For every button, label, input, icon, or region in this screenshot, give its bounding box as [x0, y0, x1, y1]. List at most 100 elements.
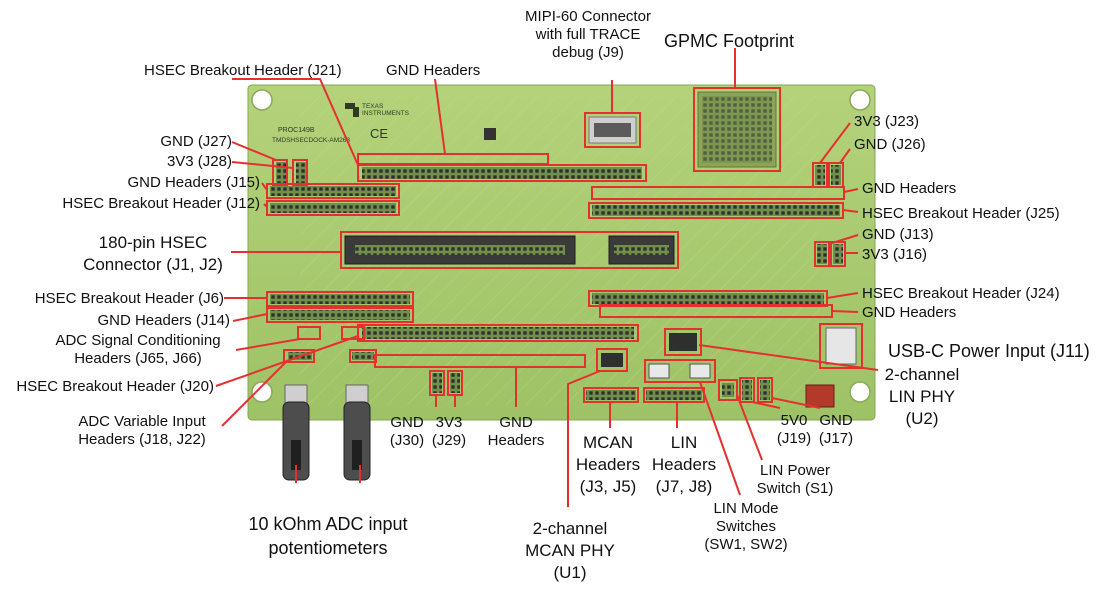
- label-mcan-headers-line2: Headers: [575, 455, 641, 474]
- label-adc-var-line1: ADC Variable Input: [78, 413, 206, 430]
- label-mcan-headers-line1: MCAN: [582, 433, 634, 452]
- box-u1: [596, 348, 628, 372]
- label-3v3-j29: 3V3 (J29): [428, 414, 470, 450]
- label-gnd-j30: GND (J30): [386, 414, 428, 450]
- label-hsec-j25: HSEC Breakout Header (J25): [862, 205, 1060, 222]
- label-adc-var: ADC Variable Input Headers (J18, J22): [62, 413, 222, 449]
- label-gnd-j13: GND (J13): [862, 226, 934, 243]
- silk-ce: CE: [370, 126, 388, 141]
- ic-top: [484, 128, 496, 140]
- label-gnd-j30-line2: (J30): [389, 432, 425, 449]
- callout-boxes: [266, 87, 863, 403]
- label-mcan-phy: 2-channel MCAN PHY (U1): [516, 518, 624, 584]
- label-mcan-phy-line3: (U1): [553, 563, 587, 582]
- box-j66: [341, 326, 365, 340]
- label-lin-power-line2: Switch (S1): [756, 480, 834, 497]
- label-3v3-j29-line2: (J29): [431, 432, 467, 449]
- label-gnd-j17: GND (J17): [814, 412, 858, 448]
- label-gnd-j14: GND Headers (J14): [97, 312, 230, 329]
- box-gpmc: [693, 87, 781, 172]
- label-gnd-j26: GND (J26): [854, 136, 926, 153]
- label-lin-headers-line1: LIN: [670, 433, 698, 452]
- silk-board-id: PROC149B: [278, 127, 315, 134]
- silk-brand-1: TEXAS: [362, 103, 384, 110]
- label-lin-mode: LIN Mode Switches (SW1, SW2): [698, 500, 794, 554]
- box-s1: [718, 379, 738, 401]
- label-gnd-headers-mid: GND Headers: [862, 180, 957, 197]
- label-mcan-headers: MCAN Headers (J3, J5): [566, 432, 650, 498]
- label-3v3-j29-line1: 3V3: [435, 414, 463, 431]
- label-lin-mode-line3: (SW1, SW2): [704, 536, 788, 553]
- label-hsec-j12: HSEC Breakout Header (J12): [62, 195, 260, 212]
- label-hsec-connector-line1: 180-pin HSEC: [98, 233, 208, 252]
- label-lin-headers-line2: Headers: [651, 455, 717, 474]
- label-lin-power: LIN Power Switch (S1): [748, 462, 842, 498]
- box-hsec-conn: [340, 231, 679, 269]
- box-j19: [739, 377, 755, 403]
- label-gpmc: GPMC Footprint: [664, 31, 795, 51]
- label-gnd-j17-line1: GND: [819, 412, 853, 429]
- box-j11: [819, 323, 863, 369]
- label-5v0-j19-line2: (J19): [776, 430, 812, 447]
- label-lin-power-line1: LIN Power: [759, 462, 831, 479]
- box-j65: [297, 326, 321, 340]
- lin-mode-switch-2: [689, 363, 711, 379]
- leader-lines: [215, 48, 879, 507]
- silk-brand-2: INSTRUMENTS: [362, 110, 410, 117]
- box-j26: [828, 162, 844, 188]
- power-jack: [805, 384, 835, 408]
- ic-lin: [669, 333, 697, 351]
- box-j12: [266, 200, 400, 216]
- label-adc-cond: ADC Signal Conditioning Headers (J65, J6…: [40, 332, 236, 368]
- box-u2: [664, 328, 702, 356]
- label-adc-var-line2: Headers (J18, J22): [78, 431, 206, 448]
- label-lin-phy-line1: 2-channel: [884, 365, 960, 384]
- box-gnd-mid: [591, 186, 845, 200]
- label-gnd-headers-right: GND Headers: [862, 304, 957, 321]
- box-gnd-bottom: [374, 354, 586, 368]
- label-lin-phy-line3: (U2): [905, 409, 939, 428]
- label-hsec-j20: HSEC Breakout Header (J20): [16, 378, 214, 395]
- label-adc-cond-line2: Headers (J65, J66): [74, 350, 202, 367]
- label-3v3-j28: 3V3 (J28): [166, 153, 232, 170]
- label-gnd-j30-line1: GND: [390, 414, 424, 431]
- label-hsec-connector: 180-pin HSEC Connector (J1, J2): [78, 232, 228, 276]
- label-gnd-headers-top: GND Headers: [386, 62, 481, 79]
- label-usbc: USB-C Power Input (J11): [888, 341, 1090, 361]
- potentiometer-1: [282, 384, 310, 481]
- label-hsec-j24: HSEC Breakout Header (J24): [862, 285, 1060, 302]
- label-mipi-line3: debug (J9): [552, 44, 624, 61]
- label-lin-phy: 2-channel LIN PHY (U2): [874, 364, 970, 430]
- mounting-holes: [251, 89, 871, 403]
- label-hsec-connector-line2: Connector (J1, J2): [83, 255, 223, 274]
- label-5v0-j19: 5V0 (J19): [772, 412, 816, 448]
- label-lin-mode-line2: Switches: [715, 518, 777, 535]
- label-lin-headers-line3: (J7, J8): [655, 477, 713, 496]
- label-gnd-headers-bottom-line1: GND: [499, 414, 533, 431]
- box-j13: [814, 241, 830, 267]
- label-3v3-j16: 3V3 (J16): [862, 246, 928, 263]
- label-potentiometers: 10 kOhm ADC input potentiometers: [228, 512, 428, 560]
- box-j20: [357, 324, 639, 342]
- label-mipi-line1: MIPI-60 Connector: [525, 8, 651, 25]
- label-lin-headers: LIN Headers (J7, J8): [644, 432, 724, 498]
- box-sw: [644, 359, 716, 383]
- potentiometer-2: [343, 384, 371, 481]
- box-j21: [357, 164, 647, 182]
- lin-mode-switch-1: [648, 363, 670, 379]
- header-rows: [270, 162, 843, 400]
- label-potentiometers-line2: potentiometers: [268, 538, 388, 558]
- label-mcan-headers-line3: (J3, J5): [579, 477, 637, 496]
- label-lin-phy-line2: LIN PHY: [888, 387, 956, 406]
- box-j15: [266, 183, 400, 199]
- label-hsec-j6: HSEC Breakout Header (J6): [34, 290, 224, 307]
- usbc-connector: [825, 327, 857, 365]
- label-potentiometers-line1: 10 kOhm ADC input: [248, 514, 408, 534]
- box-j24: [588, 290, 828, 307]
- label-mcan-phy-line2: MCAN PHY: [525, 541, 615, 560]
- box-j17: [757, 377, 773, 403]
- silk-board-name: TMDSHSECDOCK-AM263: [272, 137, 350, 144]
- label-lin-mode-line1: LIN Mode: [713, 500, 779, 517]
